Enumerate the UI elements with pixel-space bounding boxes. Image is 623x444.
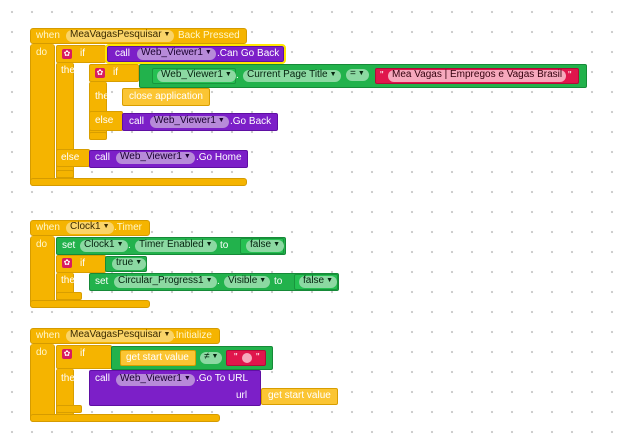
triangle-down-icon: ▼ [326, 277, 334, 284]
close-application-block[interactable] [122, 88, 210, 106]
triangle-down-icon: ▼ [183, 375, 191, 382]
component-dropdown[interactable]: MeaVagasPesquisar▼ [66, 30, 175, 42]
get-start-value-block[interactable] [261, 388, 338, 405]
boolean-dropdown[interactable]: false▼ [299, 276, 338, 288]
property-dropdown[interactable]: Current Page Title▼ [243, 70, 341, 82]
get-start-value-label: get start value [126, 352, 189, 363]
call-label: call [115, 48, 131, 59]
triangle-down-icon: ▼ [329, 71, 337, 78]
call-label: call [129, 116, 145, 127]
event-name: .Timer [114, 222, 142, 233]
gear-icon[interactable]: ✿ [62, 349, 72, 359]
quote-close: " [568, 70, 572, 81]
triangle-down-icon: ▼ [204, 49, 212, 56]
triangle-down-icon: ▼ [163, 31, 171, 38]
property-dropdown[interactable]: Visible▼ [224, 276, 271, 288]
call-label: call [95, 152, 111, 163]
operator-dropdown[interactable]: =▼ [346, 69, 369, 81]
web-viewer-dropdown[interactable]: Web_Viewer1▼ [116, 152, 195, 164]
inner-if-footer [89, 132, 107, 140]
text-field[interactable] [242, 353, 252, 363]
inner-else-label: else [95, 115, 114, 126]
if-label: if [80, 348, 85, 359]
gear-icon[interactable]: ✿ [62, 258, 72, 268]
triangle-down-icon: ▼ [224, 71, 232, 78]
event-body-left [30, 344, 55, 422]
operator-dropdown[interactable]: ≠▼ [200, 352, 223, 364]
triangle-down-icon: ▼ [211, 353, 219, 360]
when-label: when [36, 222, 60, 233]
get-start-value-block[interactable] [120, 350, 196, 366]
then-label: then [61, 275, 81, 286]
event-name: Back Pressed [178, 30, 240, 41]
gear-icon[interactable]: ✿ [95, 68, 105, 78]
get-start-value-label: get start value [268, 390, 331, 401]
close-application-label: close application [129, 91, 203, 102]
triangle-down-icon: ▼ [135, 259, 143, 266]
quote-open: " [380, 70, 384, 81]
triangle-down-icon: ▼ [205, 241, 213, 248]
triangle-down-icon: ▼ [273, 241, 281, 248]
go-home-method: .Go Home [196, 152, 242, 163]
component-dropdown[interactable]: Circular_Progress1▼ [114, 276, 217, 288]
if-footer [56, 405, 82, 413]
when-label: when [36, 30, 60, 41]
boolean-dropdown[interactable]: true▼ [112, 258, 147, 270]
call-label: call [95, 373, 111, 384]
if-footer [56, 292, 82, 300]
triangle-down-icon: ▼ [357, 70, 365, 77]
web-viewer-dropdown[interactable]: Web_Viewer1▼ [116, 374, 195, 386]
property-dropdown[interactable]: Timer Enabled▼ [135, 240, 217, 252]
do-label: do [36, 47, 48, 58]
do-label: do [36, 239, 48, 250]
triangle-down-icon: ▼ [116, 241, 124, 248]
event-name: .Initialize [173, 330, 212, 341]
triangle-down-icon: ▼ [102, 223, 110, 230]
set-label: set [95, 276, 109, 287]
if-footer [56, 170, 74, 178]
go-back-method: .Go Back [230, 116, 272, 127]
gear-icon[interactable]: ✿ [62, 49, 72, 59]
event-footer [30, 178, 247, 186]
quote-open: " [234, 352, 238, 363]
to-label: to [274, 276, 283, 287]
event-footer [30, 300, 150, 308]
triangle-down-icon: ▼ [163, 331, 171, 338]
do-label: do [36, 347, 48, 358]
quote-close: " [256, 352, 260, 363]
to-label: to [220, 240, 229, 251]
method-label: .Can Go Back [217, 48, 280, 59]
event-footer [30, 414, 220, 422]
web-viewer-dropdown[interactable]: Web_Viewer1▼ [137, 48, 216, 60]
else-label: else [61, 152, 80, 163]
triangle-down-icon: ▼ [217, 117, 225, 124]
text-field[interactable]: Mea Vagas | Empregos e Vagas Brasil [388, 70, 567, 82]
dot-separator: . [128, 240, 131, 251]
if-label: if [80, 48, 85, 59]
when-label: when [36, 330, 60, 341]
component-getter-dropdown[interactable]: Web_Viewer1▼ [157, 70, 236, 82]
boolean-dropdown[interactable]: false▼ [246, 240, 285, 252]
triangle-down-icon: ▼ [205, 277, 213, 284]
if-spine [56, 369, 74, 415]
url-param-label: url [236, 390, 248, 401]
web-viewer-dropdown[interactable]: Web_Viewer1▼ [150, 116, 229, 128]
go-to-url-method: .Go To URL [196, 373, 249, 384]
event-body-left [30, 44, 55, 186]
triangle-down-icon: ▼ [183, 153, 191, 160]
dot-separator: . [236, 70, 239, 81]
if-label: if [80, 258, 85, 269]
triangle-down-icon: ▼ [259, 277, 267, 284]
component-dropdown[interactable]: MeaVagasPesquisar▼ [66, 330, 175, 342]
set-label: set [62, 240, 76, 251]
dot-separator: . [217, 276, 220, 287]
component-dropdown[interactable]: Clock1▼ [80, 240, 128, 252]
then-label: then [61, 65, 81, 76]
inner-then-label: then [95, 91, 115, 102]
then-label: then [61, 373, 81, 384]
component-dropdown[interactable]: Clock1▼ [66, 222, 114, 234]
inner-if-label: if [113, 67, 118, 78]
